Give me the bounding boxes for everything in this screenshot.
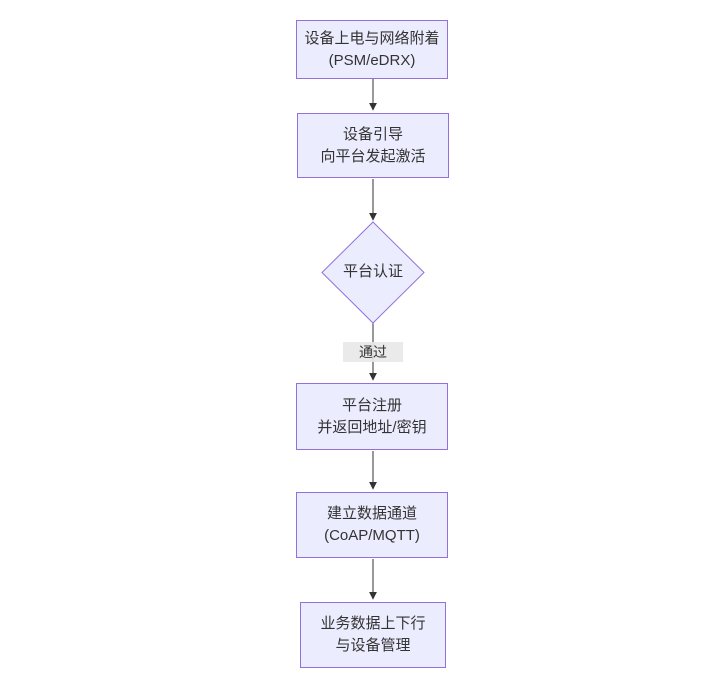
node-bootstrap: 设备引导 向平台发起激活 (297, 113, 449, 178)
node-channel: 建立数据通道 (CoAP/MQTT) (296, 492, 448, 558)
edge-label-pass: 通过 (343, 342, 403, 362)
node-label-line: 设备引导 (342, 125, 403, 143)
node-label-line: 并返回地址/密钥 (317, 418, 427, 436)
node-label-line: 设备上电与网络附着 (304, 29, 440, 47)
node-auth-label: 平台认证 (342, 263, 403, 280)
node-business: 业务数据上下行 与设备管理 (300, 602, 446, 668)
node-label-line: 业务数据上下行 (320, 615, 426, 632)
node-register: 平台注册 并返回地址/密钥 (296, 383, 448, 450)
node-label-line: 建立数据通道 (326, 505, 417, 522)
node-label-line: 平台注册 (341, 396, 402, 414)
node-label-line: 与设备管理 (335, 637, 411, 654)
node-power-attach: 设备上电与网络附着 (PSM/eDRX) (296, 20, 448, 79)
node-label-line: (CoAP/MQTT) (324, 527, 420, 544)
node-label-line: (PSM/eDRX) (328, 51, 416, 69)
node-label-line: 向平台发起激活 (320, 147, 426, 165)
decision-diamond-shape (321, 221, 425, 324)
